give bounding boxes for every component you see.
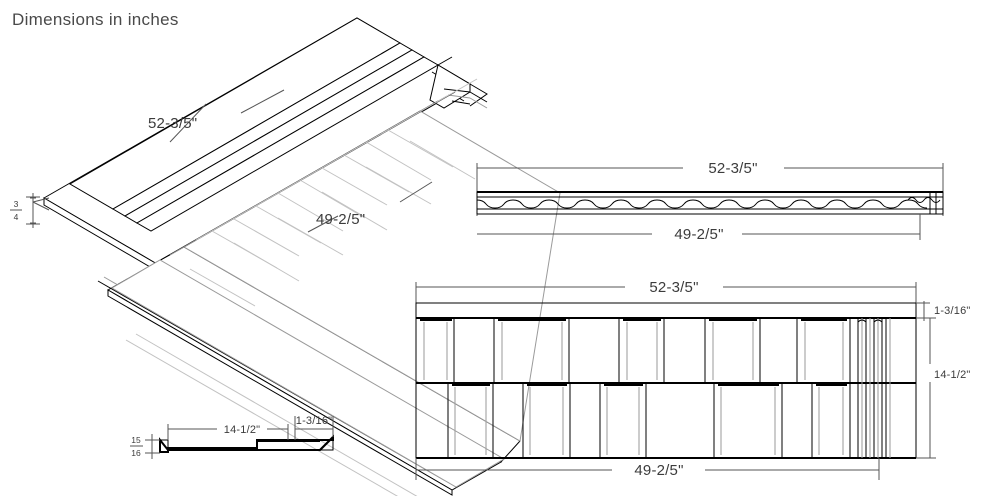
edge-exposed-length-label: 49-2/5" [674, 226, 723, 243]
section-run-dimension: 14-1/2" [167, 424, 289, 440]
top-edge-elevation-view: 52-3/5" 49-2/5" [476, 160, 944, 243]
dimensions-note: Dimensions in inches [12, 10, 179, 29]
iso-length-bottom-label: 49-2/5" [316, 211, 365, 228]
front-right-end-ridges [857, 318, 891, 458]
front-overall-length-label: 52-3/5" [649, 279, 698, 296]
section-thickness-dimension: 15 16 [130, 434, 160, 459]
edge-scallop-line [476, 199, 928, 209]
section-thickness-denominator: 16 [131, 448, 141, 458]
section-thickness-numerator: 15 [131, 435, 141, 445]
front-upper-course [415, 318, 851, 383]
front-overall-dimension: 52-3/5" [415, 279, 917, 312]
front-body-height-label: 14-1/2" [934, 369, 971, 381]
section-lip-dimension: 1-3/16" [294, 415, 334, 440]
edge-right-end-detail [907, 192, 941, 214]
section-run-length-label: 14-1/2" [224, 424, 261, 436]
iso-length-top-dimension: 52-3/5" [148, 89, 285, 143]
iso-thickness-dimension: 3 4 [10, 193, 50, 228]
front-band-height-label: 1-3/16" [934, 305, 971, 317]
edge-overall-length-label: 52-3/5" [708, 160, 757, 177]
iso-panel-lower-flange-edge [107, 289, 453, 496]
iso-length-bottom-dimension: 49-2/5" [307, 181, 433, 233]
isometric-panel-view: 3 4 52-3/5" 49-2/5" [10, 17, 561, 496]
iso-thickness-denominator: 4 [14, 212, 19, 222]
iso-thickness-numerator: 3 [14, 199, 19, 209]
iso-length-top-label: 52-3/5" [148, 115, 197, 132]
edge-overall-dimension: 52-3/5" [476, 160, 944, 216]
section-lip-length-label: 1-3/16" [296, 415, 333, 427]
section-profile-detail: 15 16 14-1/2" 1-3/16" [130, 415, 334, 459]
edge-exposed-dimension: 49-2/5" [477, 214, 921, 243]
front-exposed-dimension: 49-2/5" [415, 458, 880, 480]
front-body-height-dimension: 14-1/2" [916, 317, 971, 459]
front-elevation-view: 52-3/5" [415, 279, 971, 480]
iso-right-end-cap [429, 64, 471, 109]
front-lower-course [415, 383, 851, 458]
iso-top-ridge-band-d [135, 56, 440, 232]
front-exposed-length-label: 49-2/5" [634, 462, 683, 479]
